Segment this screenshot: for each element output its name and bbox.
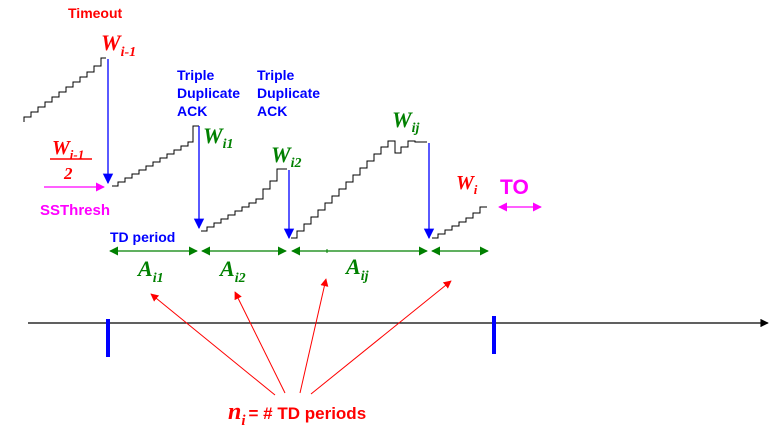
staircase-td-4 [432, 206, 487, 239]
n-arrow-4 [310, 280, 452, 395]
fraction-numerator: Wi-1 [52, 137, 84, 162]
staircase-td-3 [291, 140, 427, 239]
a-ij-label: Aij [344, 254, 369, 284]
n-i-label: ni= # TD periods [228, 399, 366, 429]
staircase-td-2 [201, 168, 287, 232]
w-prev-label: Wi-1 [101, 30, 136, 60]
n-arrow-2 [234, 291, 286, 394]
fraction-denominator: 2 [63, 164, 73, 183]
n-arrow-3 [299, 278, 329, 394]
w-i-label: Wi [456, 172, 478, 197]
w-ij-label: Wij [392, 107, 419, 136]
w-i2-label: Wi2 [271, 142, 301, 171]
a-i2-label: Ai2 [218, 256, 246, 286]
timeout-label: Timeout [68, 5, 123, 21]
n-arrow-1 [150, 293, 276, 396]
w-i1-label: Wi1 [203, 123, 233, 152]
td-period-label: TD period [110, 229, 175, 245]
staircase-slow-start [23, 57, 106, 122]
staircase-td-1 [112, 125, 199, 187]
ssthresh-label: SSThresh [40, 202, 110, 219]
triple-dup-ack-1: Triple Duplicate ACK [177, 67, 244, 119]
triple-dup-ack-2: Triple Duplicate ACK [257, 67, 324, 119]
a-i1-label: Ai1 [136, 256, 164, 286]
to-label: TO [500, 176, 529, 199]
